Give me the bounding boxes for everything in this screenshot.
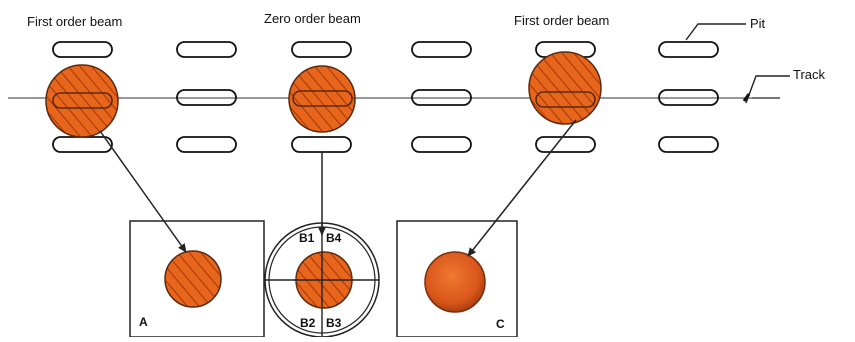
label-zero-order: Zero order beam	[264, 11, 361, 26]
pit	[52, 136, 113, 153]
pit	[411, 41, 472, 58]
quadrant-detector	[264, 222, 380, 338]
pit-row-middle	[176, 89, 719, 106]
label-b3: B3	[326, 316, 342, 330]
arrow-right-to-c	[467, 119, 577, 257]
label-pit: Pit	[750, 16, 766, 31]
pit-row-top	[52, 41, 719, 58]
pit-leader-line	[685, 23, 746, 41]
beam-zero-order	[288, 65, 356, 133]
track-leader-line	[745, 75, 790, 104]
arrow-left-to-a	[99, 130, 187, 253]
pit	[411, 136, 472, 153]
label-first-order-right: First order beam	[514, 13, 610, 28]
label-b4: B4	[326, 231, 342, 245]
pit	[658, 136, 719, 153]
pit	[658, 89, 719, 106]
track-leader-tick	[742, 93, 751, 102]
pit-row-bottom	[52, 136, 719, 153]
pit	[291, 41, 352, 58]
panel-c-spot	[424, 251, 486, 313]
label-track: Track	[793, 67, 826, 82]
pit	[176, 41, 237, 58]
label-b2: B2	[300, 316, 316, 330]
pit	[52, 41, 113, 58]
pit	[411, 89, 472, 106]
label-b1: B1	[299, 231, 315, 245]
pit	[176, 136, 237, 153]
panel-a-spot	[164, 250, 222, 308]
pit	[176, 89, 237, 106]
label-first-order-left: First order beam	[27, 14, 123, 29]
beam-first-order-right	[528, 51, 602, 125]
beam-first-order-left	[45, 64, 119, 138]
pit	[291, 136, 352, 153]
label-panel-c: C	[496, 317, 505, 331]
pit	[535, 136, 596, 153]
pit	[658, 41, 719, 58]
label-panel-a: A	[139, 315, 148, 329]
